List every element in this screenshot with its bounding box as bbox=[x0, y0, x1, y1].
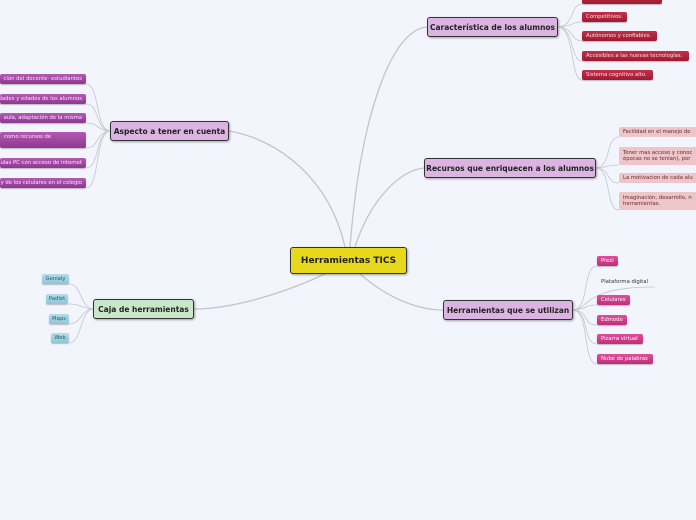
leaf-herramientas[interactable]: Edmodo bbox=[597, 315, 627, 325]
topic-recursos[interactable]: Recursos que enriquecen a los alumnos bbox=[424, 158, 596, 178]
leaf-herramientas[interactable]: Pizarra virtual bbox=[597, 334, 643, 344]
leaf-caja[interactable]: Web bbox=[51, 333, 69, 343]
leaf-caracteristica[interactable]: Accesibles a las nuevas tecnologías. bbox=[582, 51, 689, 61]
leaf-herramientas[interactable]: Prezi bbox=[597, 256, 618, 266]
leaf-aspecto[interactable]: como recursos de bbox=[0, 132, 86, 148]
leaf-caja[interactable]: Padlet bbox=[46, 294, 68, 304]
leaf-caracteristica[interactable]: Competitivos. bbox=[582, 12, 627, 22]
leaf-caracteristica[interactable]: Sistema cognitivo alto. bbox=[582, 70, 653, 80]
topic-label: Herramientas que se utilizan bbox=[446, 305, 570, 315]
topic-caja[interactable]: Caja de herramientas bbox=[93, 299, 194, 319]
topic-aspecto[interactable]: Aspecto a tener en cuenta bbox=[110, 121, 229, 141]
leaf-aspecto[interactable]: dades y edades de los alumnos bbox=[0, 94, 86, 104]
leaf-caracteristica[interactable]: Autónomos y confiables. bbox=[582, 31, 657, 41]
leaf-recursos[interactable]: Imaginación, desarrollo, n herramientas. bbox=[619, 192, 696, 210]
leaf-recursos[interactable]: Tener mas acceso y conoc épocas no se te… bbox=[619, 147, 696, 165]
leaf-herramientas[interactable]: Nube de palabras bbox=[597, 354, 653, 364]
topic-caracteristica[interactable]: Característica de los alumnos bbox=[427, 17, 558, 37]
leaf-aspecto[interactable]: ción del docente- estudiantes bbox=[0, 74, 86, 84]
leaf-aspecto[interactable]: y de los celulares en el colegio bbox=[0, 178, 86, 188]
leaf-herramientas[interactable]: Celulares bbox=[597, 295, 630, 305]
leaf-herramientas[interactable]: Plataforma digital bbox=[601, 279, 648, 285]
leaf-recursos[interactable]: Facilidad en el manejo de bbox=[619, 127, 696, 137]
leaf-caracteristica[interactable] bbox=[582, 0, 662, 4]
leaf-aspecto[interactable]: aula, adaptación de la misma bbox=[0, 113, 86, 123]
central-topic[interactable]: Herramientas TICS bbox=[290, 247, 407, 274]
central-topic-label: Herramientas TICS bbox=[300, 255, 397, 266]
topic-label: Recursos que enriquecen a los alumnos bbox=[426, 163, 594, 173]
topic-herramientas[interactable]: Herramientas que se utilizan bbox=[443, 300, 573, 320]
topic-label: Aspecto a tener en cuenta bbox=[113, 126, 226, 136]
leaf-caja[interactable]: Genialy bbox=[42, 274, 69, 284]
topic-label: Característica de los alumnos bbox=[429, 22, 556, 32]
topic-label: Caja de herramientas bbox=[98, 304, 189, 314]
leaf-aspecto[interactable]: ulas PC con acceso de internet bbox=[0, 158, 86, 168]
leaf-recursos[interactable]: La motivacion de cada alu bbox=[619, 173, 696, 183]
leaf-caja[interactable]: Maps bbox=[49, 314, 69, 324]
